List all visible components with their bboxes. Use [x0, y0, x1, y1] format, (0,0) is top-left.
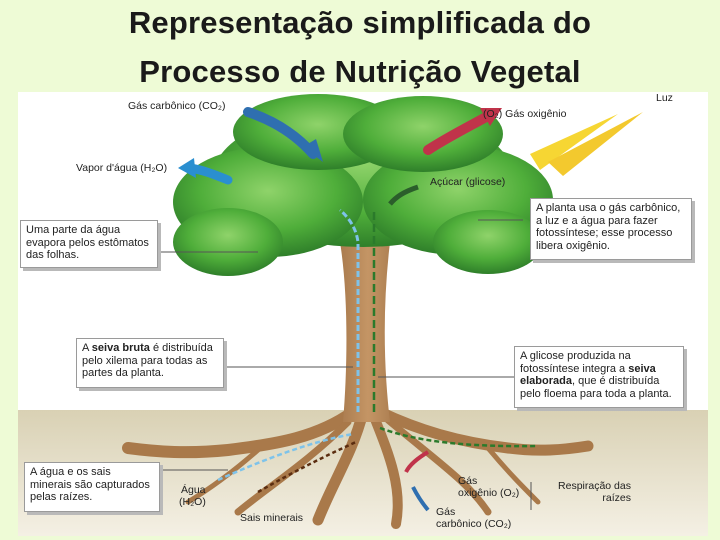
acucar-label: Açúcar (glicose) — [430, 176, 505, 188]
title-line-2: Processo de Nutrição Vegetal — [0, 55, 720, 89]
box-fotossintese-text: A planta usa o gás carbônico, a luz e a … — [536, 202, 680, 252]
co2-bottom-label-line2: carbônico (CO₂) — [436, 518, 511, 530]
o2-bottom-label-line2: oxigênio (O₂) — [458, 487, 519, 499]
diagram-figure: Gás carbônico (CO₂) (O₂) Gás oxigênio Lu… — [18, 92, 708, 536]
box-fotossintese: A planta usa o gás carbônico, a luz e a … — [530, 198, 692, 260]
o2-bottom-label-line1: Gás — [458, 475, 477, 487]
box-agua-estomatos: Uma parte da água evapora pelos estômato… — [20, 220, 158, 268]
co2-top-label: Gás carbônico (CO₂) — [128, 100, 225, 112]
respiracao-label-line2: raízes — [553, 492, 631, 504]
title-line-1: Representação simplificada do — [0, 6, 720, 40]
luz-label: Luz — [656, 92, 673, 104]
box-raizes-text: A água e os sais minerais são capturados… — [30, 466, 150, 503]
agua-label-line2: (H₂O) — [179, 496, 206, 508]
respiracao-label-line1: Respiração das — [553, 480, 631, 492]
o2-top-label: (O₂) Gás oxigênio — [483, 108, 566, 120]
box-agua-estomatos-text: Uma parte da água evapora pelos estômato… — [26, 224, 149, 261]
sais-label: Sais minerais — [240, 512, 303, 524]
seiva-elaborada-pre: A glicose produzida na fotossíntese inte… — [520, 350, 631, 375]
box-raizes: A água e os sais minerais são capturados… — [24, 462, 160, 512]
seiva-bruta-bold: seiva bruta — [92, 342, 150, 354]
co2-bottom-label-line1: Gás — [436, 506, 455, 518]
agua-label-line1: Água — [181, 484, 206, 496]
box-seiva-bruta: A seiva bruta é distribuída pelo xilema … — [76, 338, 224, 388]
seiva-bruta-pre: A — [82, 342, 92, 354]
vapor-label: Vapor d'água (H₂O) — [76, 162, 167, 174]
box-seiva-elaborada: A glicose produzida na fotossíntese inte… — [514, 346, 684, 408]
light-rays — [530, 112, 643, 176]
